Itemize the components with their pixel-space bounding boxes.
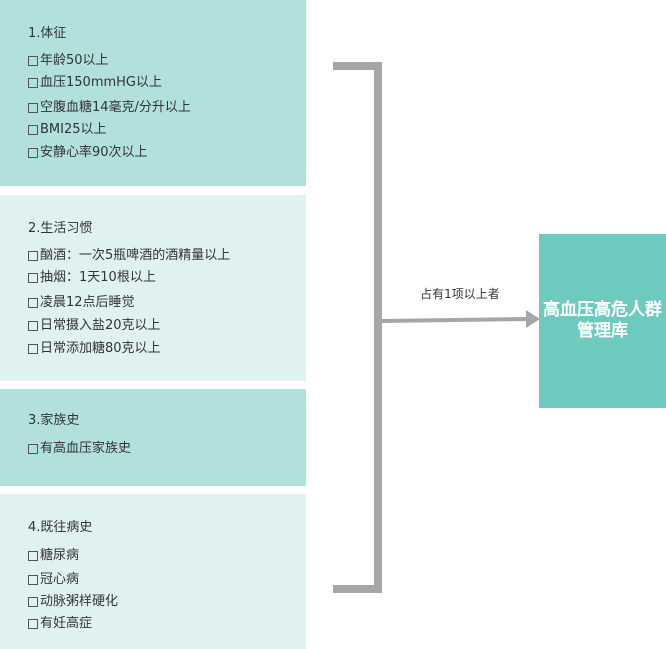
checkbox-icon [28,619,38,629]
item-label: 有妊高症 [40,616,93,631]
checklist-item: 动脉粥样硬化 [28,594,118,610]
checkbox-icon [28,148,38,158]
checklist-item: 安静心率90次以上 [28,145,148,161]
checkbox-icon [28,103,38,113]
group-title: 2.生活习惯 [28,221,93,236]
item-label: 凌晨12点后睡觉 [40,295,135,310]
checklist-item: 酗酒：一次5瓶啤酒的酒精量以上 [28,248,230,264]
item-label: 空腹血糖14毫克/分升以上 [40,100,191,115]
item-label: 酗酒：一次5瓶啤酒的酒精量以上 [40,248,231,263]
checkbox-icon [28,321,38,331]
item-label: 血压150mmHG以上 [40,75,162,90]
item-label: BMI25以上 [40,122,107,137]
item-label: 抽烟：1天10根以上 [40,270,156,285]
checklist-item: 冠心病 [28,572,79,588]
target-label: 高血压高危人群管理库 [543,300,662,341]
group-medical-history: 4.既往病史 糖尿病 冠心病 动脉粥样硬化 有妊高症 [0,494,306,649]
checkbox-icon [28,78,38,88]
checklist-item: 血压150mmHG以上 [28,75,162,91]
arrow-head-icon [526,310,540,328]
checkbox-icon [28,597,38,607]
checkbox-icon [28,444,38,454]
checkbox-icon [28,344,38,354]
checklist-item: 有妊高症 [28,616,92,632]
checklist-item: 年龄50以上 [28,53,109,69]
checkbox-icon [28,251,38,261]
checkbox-icon [28,56,38,66]
group-family-history: 3.家族史 有高血压家族史 [0,389,306,486]
checklist-item: 抽烟：1天10根以上 [28,270,156,286]
bracket-line [333,62,382,593]
checkbox-icon [28,125,38,135]
edge-label: 占有1项以上者 [420,287,500,301]
item-label: 动脉粥样硬化 [40,594,119,609]
checkbox-icon [28,298,38,308]
checklist-item: 糖尿病 [28,548,79,564]
checklist-item: 日常添加糖80克以上 [28,341,161,357]
group-title: 1.体征 [28,26,67,41]
group-title: 4.既往病史 [28,520,93,535]
checklist-item: 有高血压家族史 [28,441,131,457]
arrow-shaft [381,317,529,323]
checkbox-icon [28,551,38,561]
group-lifestyle: 2.生活习惯 酗酒：一次5瓶啤酒的酒精量以上 抽烟：1天10根以上 凌晨12点后… [0,195,306,381]
checklist-item: 空腹血糖14毫克/分升以上 [28,100,191,116]
checkbox-icon [28,575,38,585]
item-label: 日常添加糖80克以上 [40,341,161,356]
item-label: 有高血压家族史 [40,441,132,456]
item-label: 冠心病 [40,572,80,587]
target-node: 高血压高危人群管理库 [539,234,666,408]
item-label: 安静心率90次以上 [40,145,148,160]
checkbox-icon [28,273,38,283]
group-vital-signs: 1.体征 年龄50以上 血压150mmHG以上 空腹血糖14毫克/分升以上 BM… [0,0,306,186]
checklist-item: BMI25以上 [28,122,107,138]
checklist-item: 凌晨12点后睡觉 [28,295,135,311]
group-title: 3.家族史 [28,413,80,428]
item-label: 年龄50以上 [40,53,109,68]
item-label: 日常摄入盐20克以上 [40,318,161,333]
item-label: 糖尿病 [40,548,80,563]
checklist-item: 日常摄入盐20克以上 [28,318,161,334]
